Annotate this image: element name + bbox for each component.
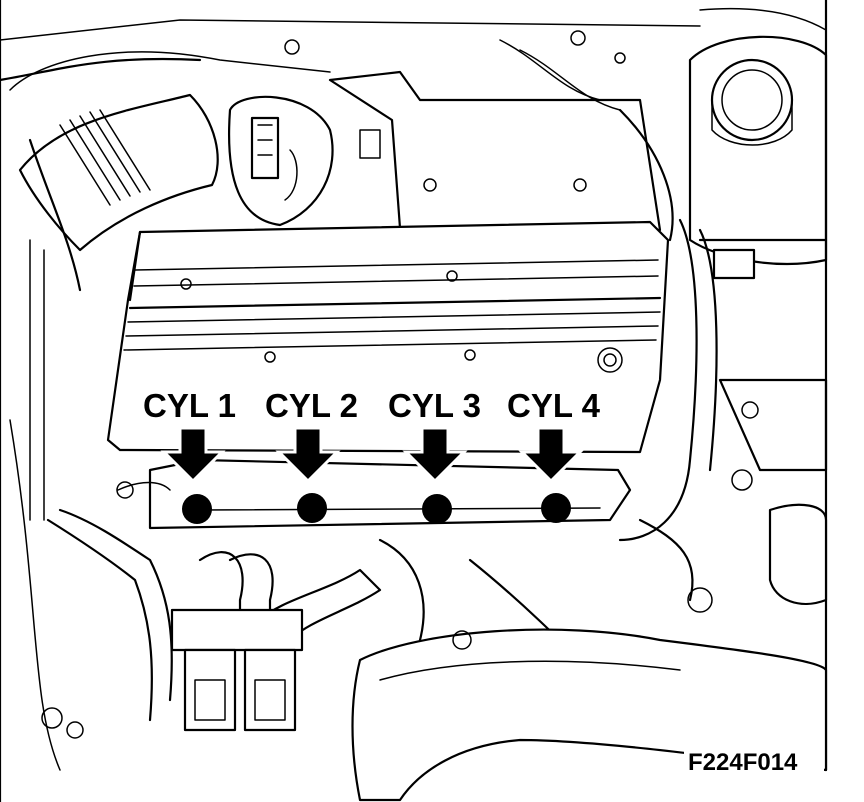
cyl-2-label: CYL 2: [265, 387, 358, 424]
cyl-4-spark-plug-marker: [541, 493, 571, 523]
figure-code-backdrop: [684, 746, 824, 776]
cyl-3-label: CYL 3: [388, 387, 481, 424]
cyl-4-arrow: [518, 426, 584, 484]
sensor-cluster: [228, 95, 334, 227]
cyl-4-label: CYL 4: [507, 387, 601, 424]
cyl-3-arrow: [402, 426, 468, 484]
cyl-1-indicator: [160, 426, 226, 524]
figure-code: F224F014: [688, 749, 798, 776]
cyl-3-indicator: [402, 426, 468, 524]
cam-cover: [106, 220, 670, 454]
connectors-lower-left: [41, 608, 304, 739]
cyl-2-arrow: [275, 426, 341, 484]
bulkhead-components: [328, 39, 674, 242]
cyl-2-indicator: [275, 426, 341, 523]
cyl-1-label: CYL 1: [143, 387, 236, 424]
air-intake-hose: [18, 93, 219, 292]
cyl-3-spark-plug-marker: [422, 494, 452, 524]
cyl-2-spark-plug-marker: [297, 493, 327, 523]
cyl-4-indicator: [518, 426, 584, 523]
right-side-components: [452, 238, 828, 650]
cyl-1-spark-plug-marker: [182, 494, 212, 524]
cyl-1-arrow: [160, 426, 226, 484]
coolant-reservoir: [688, 35, 828, 266]
